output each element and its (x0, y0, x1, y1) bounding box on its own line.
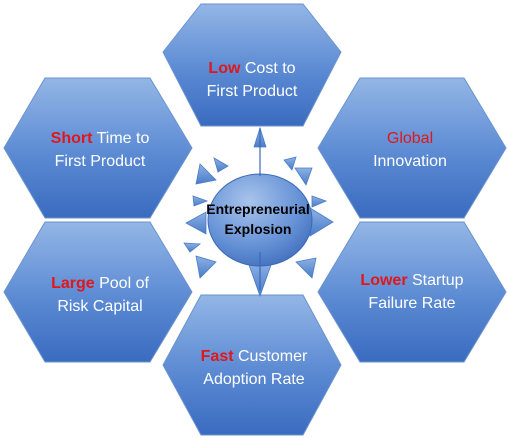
hex-lower-right (317, 221, 507, 363)
hex-top-line1: Low Cost to (208, 60, 295, 77)
hex-top-line2: First Product (207, 83, 298, 100)
hex-lower-left-line1: Large Pool of (51, 275, 149, 292)
arrow-lower-right-icon (295, 257, 317, 279)
hex-upper-left-line2: First Product (55, 153, 146, 170)
arrow-left-small-icon (192, 195, 209, 207)
hex-bottom (162, 294, 342, 436)
arrow-upper-left-small-icon (213, 157, 229, 173)
hex-lower-right-line1: Lower Startup (360, 272, 463, 289)
burst-arrows (183, 126, 334, 298)
arrow-right-small-icon (311, 195, 328, 208)
arrow-upper-right-small-icon (283, 156, 297, 171)
arrow-upper-right-icon (294, 167, 313, 186)
center-title-line2: Explosion (225, 221, 292, 237)
arrow-right-icon (309, 207, 334, 237)
arrow-lower-left-small-icon (183, 242, 202, 253)
center-title-line1: Entrepreneurial (206, 201, 309, 217)
hex-top (162, 3, 342, 127)
hex-bottom-line1: Fast Customer (201, 348, 308, 365)
arrow-left-icon (185, 211, 207, 235)
arrow-lower-left-icon (195, 255, 217, 279)
hex-upper-right-line1: Global (387, 130, 433, 147)
hex-lower-right-line2: Failure Rate (368, 295, 455, 312)
hex-lower-left (3, 221, 193, 363)
hex-lower-left-line2: Risk Capital (57, 298, 142, 315)
arrow-upper-left-icon (195, 163, 217, 185)
hex-upper-right-line2: Innovation (373, 153, 447, 170)
hex-upper-left (3, 77, 193, 219)
hex-upper-right (317, 77, 507, 219)
hex-upper-left-line1: Short Time to (51, 130, 150, 147)
hex-bottom-line2: Adoption Rate (203, 371, 305, 388)
